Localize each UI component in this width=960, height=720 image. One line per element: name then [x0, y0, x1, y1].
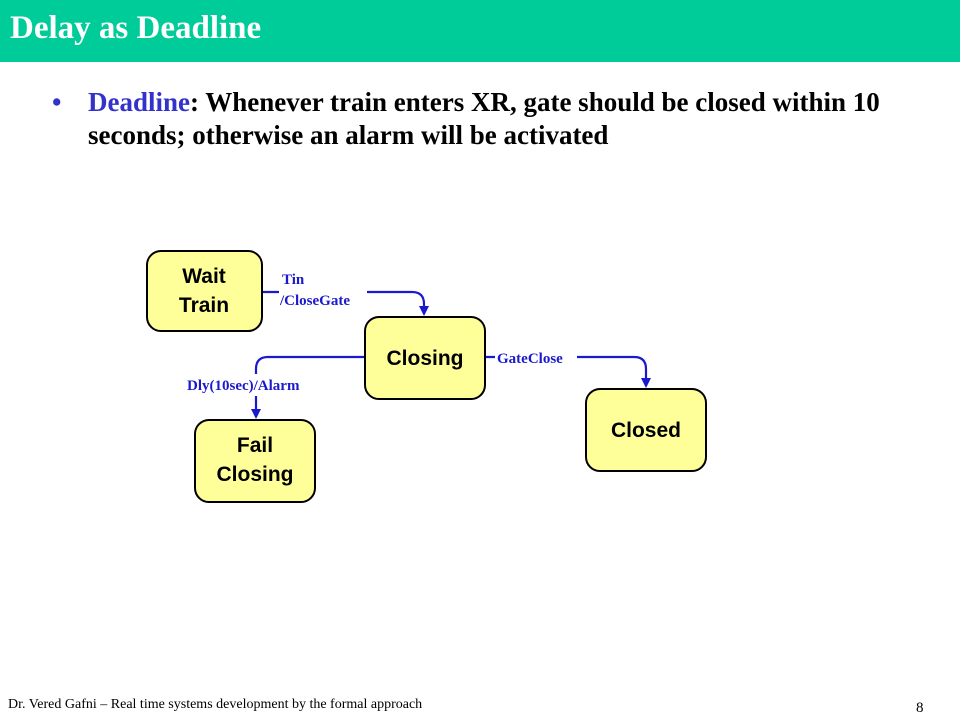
transition-delay: Dly(10sec)/Alarm: [185, 355, 365, 419]
bullet-text: Deadline: Whenever train enters XR, gate…: [88, 86, 928, 152]
state-wait-train: Wait Train: [146, 250, 263, 332]
transition-gateclose: GateClose: [485, 348, 651, 388]
bullet-keyword: Deadline: [88, 87, 191, 117]
transition-delay-label-bg: [185, 374, 325, 396]
bullet-body: : Whenever train enters XR, gate should …: [88, 87, 880, 150]
transition-tin-arrow: [262, 290, 429, 316]
transition-tin: Tin /CloseGate: [262, 266, 429, 316]
state-wait-train-line2: Train: [179, 294, 229, 317]
slide-title: Delay as Deadline: [10, 10, 262, 46]
state-closed: Closed: [585, 388, 707, 472]
page-number: 8: [916, 700, 924, 716]
transition-gateclose-label-bg: [495, 348, 577, 368]
state-fail-closing-line1: Fail: [237, 434, 273, 457]
state-fail-closing: Fail Closing: [194, 419, 316, 503]
transition-tin-action: /CloseGate: [279, 293, 350, 309]
state-closed-label: Closed: [611, 419, 681, 442]
transition-gateclose-arrow: [485, 355, 651, 388]
state-wait-train-line1: Wait: [182, 265, 226, 288]
transition-delay-label: Dly(10sec)/Alarm: [187, 378, 300, 394]
transition-gateclose-label: GateClose: [497, 351, 563, 367]
bullet-icon: •: [52, 87, 62, 117]
state-fail-closing-line2: Closing: [217, 463, 294, 486]
transition-tin-label-bg: [279, 266, 367, 310]
transition-tin-trigger: Tin: [282, 272, 305, 288]
transition-delay-arrow: [251, 355, 365, 419]
state-closing: Closing: [364, 316, 486, 400]
title-bar: Delay as Deadline: [0, 0, 960, 62]
state-closing-label: Closing: [387, 347, 464, 370]
footer-author: Dr. Vered Gafni – Real time systems deve…: [8, 697, 423, 712]
